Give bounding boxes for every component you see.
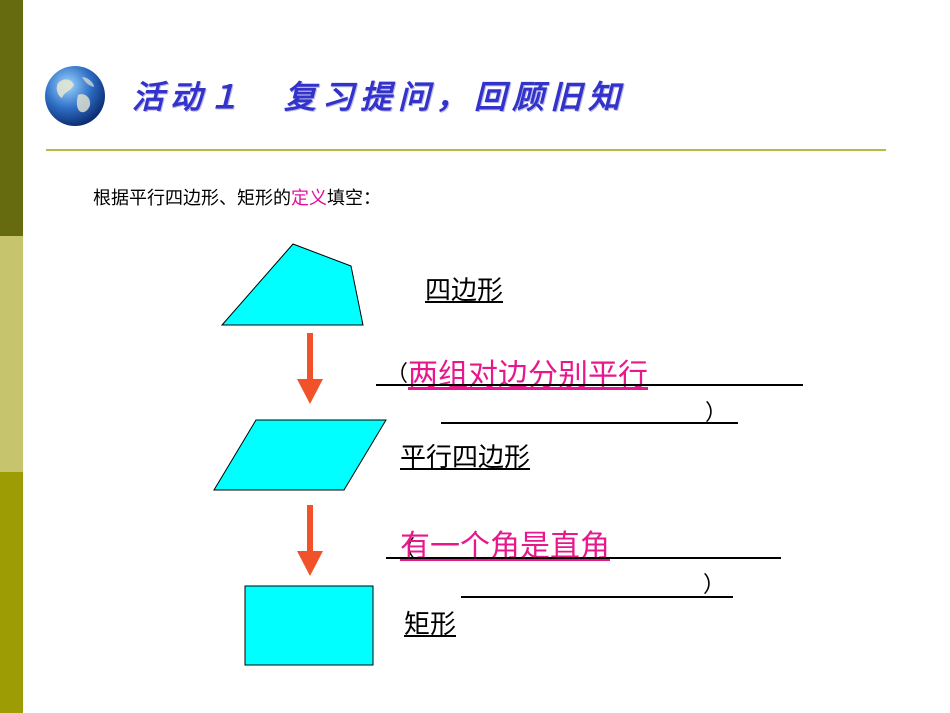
blank2-open-paren: （: [393, 537, 416, 562]
blank1-open-paren: （: [386, 362, 409, 387]
side-bar-middle: [0, 236, 23, 472]
instruction-text-after: 填空：: [327, 188, 381, 209]
blank1-line-top: [376, 384, 803, 386]
instruction-highlight: 定义: [291, 188, 327, 209]
page-title: 活动１ 复习提问，回顾旧知: [132, 78, 627, 116]
rectangle-shape: [244, 585, 374, 666]
parallelogram-shape: [213, 419, 387, 491]
rectangle-label: 矩形: [404, 610, 457, 640]
instruction-text-before: 根据平行四边形、矩形的: [93, 188, 291, 209]
blank2-close-paren: ）: [703, 573, 726, 598]
side-bar-bottom: [0, 472, 23, 713]
blank1-line-bottom: [441, 422, 738, 424]
title-divider: [46, 149, 886, 151]
parallelogram-label: 平行四边形: [400, 443, 531, 473]
blank2-line-top: [386, 557, 781, 559]
answer1-text: 两组对边分别平行: [408, 358, 648, 393]
globe-icon: [45, 66, 105, 126]
instruction-text: 根据平行四边形、矩形的定义填空：: [93, 184, 381, 210]
blank2-line-bottom: [461, 596, 733, 598]
quadrilateral-shape: [220, 243, 364, 326]
down-arrow-icon: [297, 505, 323, 576]
side-bar-top: [0, 0, 23, 236]
down-arrow-icon: [297, 333, 323, 404]
quadrilateral-label: 四边形: [425, 276, 504, 306]
blank1-close-paren: ）: [705, 401, 728, 426]
